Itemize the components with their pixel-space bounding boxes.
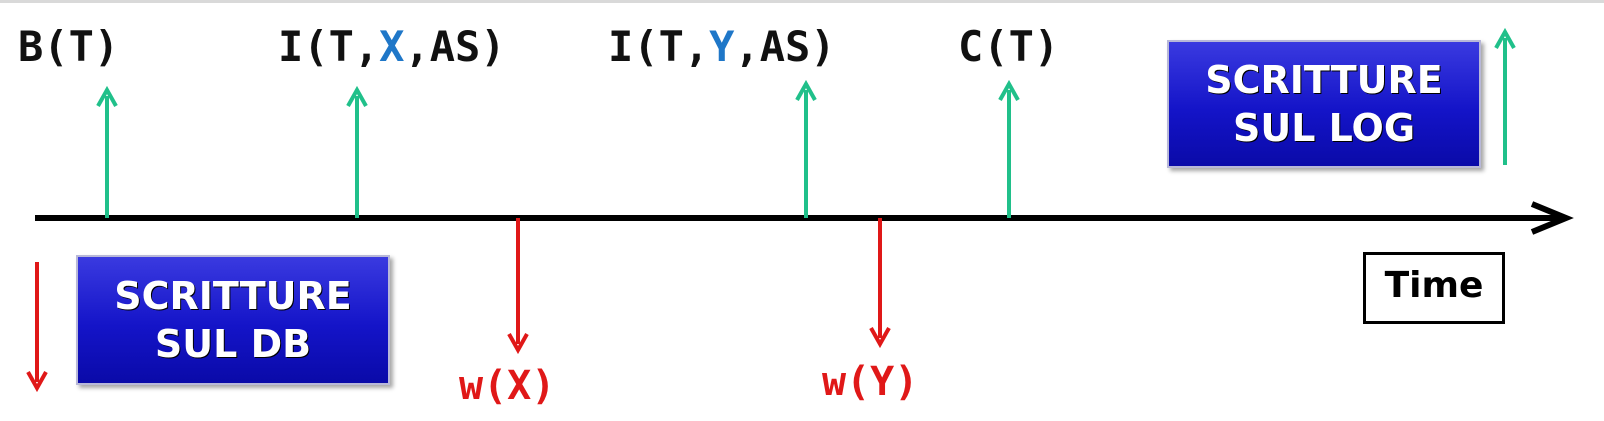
log-write-arrow (96, 85, 118, 218)
time-axis-arrowhead (1530, 201, 1574, 235)
event-text: I(T, (608, 22, 710, 71)
legend-db-line1: SCRITTURE (114, 274, 352, 318)
write-label-x: w(X) (459, 363, 556, 409)
time-axis-label: Time (1363, 252, 1505, 324)
legend-log-box: SCRITTURE SUL LOG (1167, 40, 1481, 168)
legend-log-line1: SCRITTURE (1205, 58, 1443, 102)
event-variable: X (379, 22, 405, 71)
legend-db-line2: SUL DB (154, 322, 312, 366)
legend-db-box: SCRITTURE SUL DB (76, 255, 390, 385)
legend-db-arrow (26, 262, 48, 393)
event-text: ,AS) (404, 22, 506, 71)
log-write-arrow (795, 79, 817, 218)
log-write-arrow (998, 79, 1020, 218)
event-text: C(T) (958, 22, 1060, 71)
event-text: B(T) (18, 22, 120, 71)
event-label-begin: B(T) (18, 26, 119, 68)
db-write-arrow (507, 218, 529, 355)
event-text: ,AS) (734, 22, 836, 71)
db-write-arrow (869, 218, 891, 349)
event-text: I(T, (278, 22, 380, 71)
event-label-insert-y: I(T,Y,AS) (608, 26, 836, 68)
event-variable: Y (709, 22, 735, 71)
log-write-arrow (346, 85, 368, 218)
event-label-insert-x: I(T,X,AS) (278, 26, 506, 68)
legend-log-line2: SUL LOG (1232, 106, 1416, 150)
legend-log-arrow (1494, 27, 1516, 165)
write-label-y: w(Y) (822, 359, 919, 405)
event-label-commit: C(T) (958, 26, 1059, 68)
